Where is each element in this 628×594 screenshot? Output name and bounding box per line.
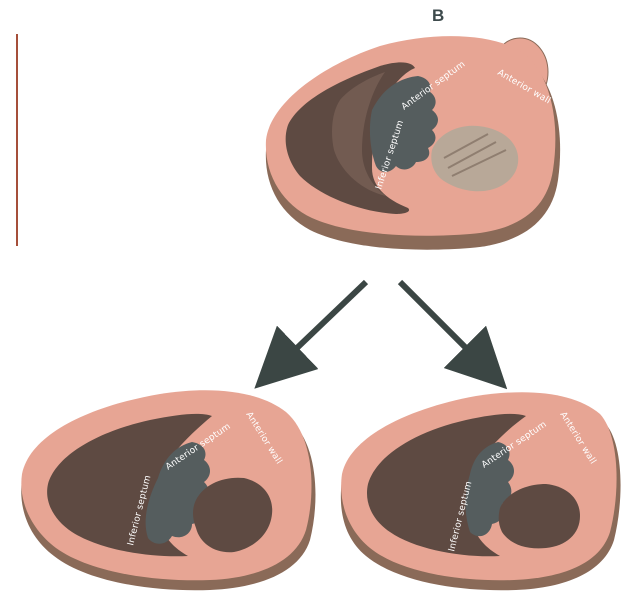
heart-bottom-left: Inferior septum Anterior septum Anterior…: [21, 390, 315, 590]
heart-bottom-right: Inferior septum Anterior septum Anterior…: [341, 392, 621, 590]
arrow-right: [400, 282, 486, 368]
arrow-left: [276, 282, 366, 368]
heart-top: Inferior septum Anterior septum Anterior…: [266, 36, 560, 250]
